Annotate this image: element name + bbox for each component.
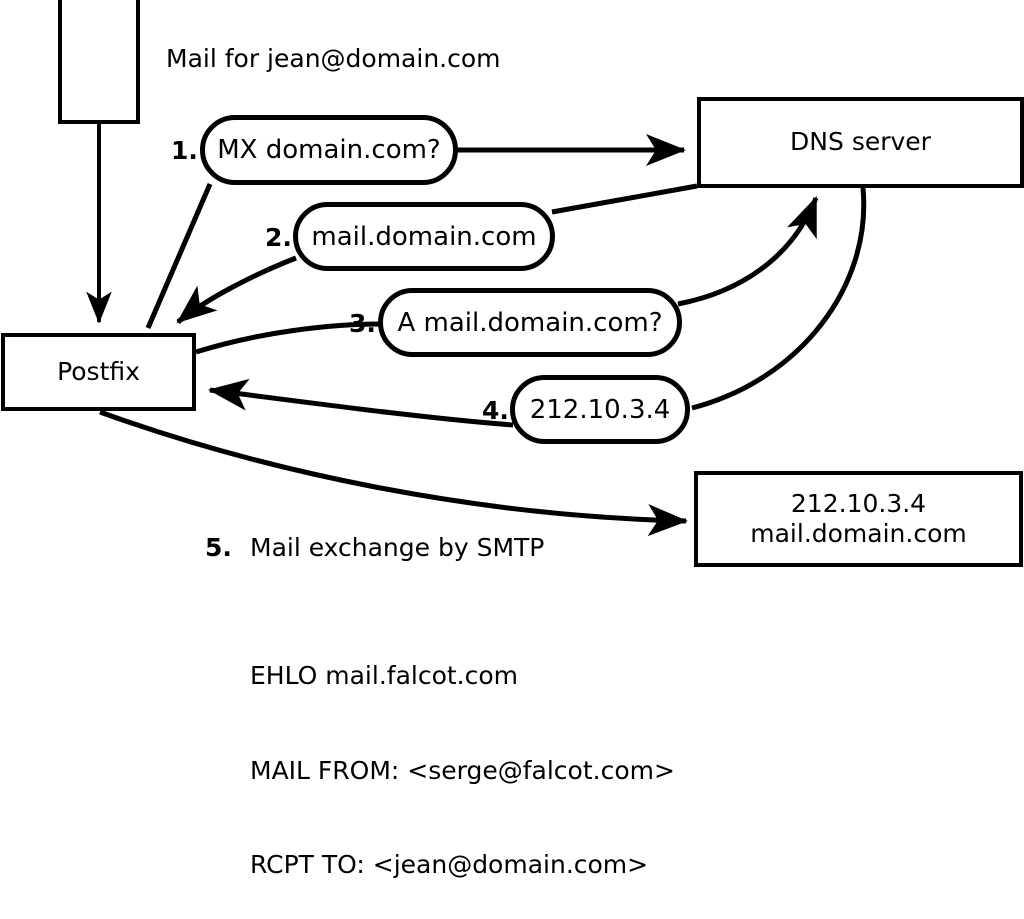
- step-5-number: 5.: [205, 533, 232, 562]
- connector-postfix-to-step3: [195, 321, 382, 355]
- dns-server-node: DNS server: [697, 97, 1024, 188]
- postfix-node: Postfix: [1, 333, 196, 411]
- step-4-number: 4.: [482, 396, 509, 425]
- step-4-pill: 212.10.3.4: [510, 375, 690, 444]
- step-2-number: 2.: [265, 223, 292, 252]
- step-1-number: 1.: [171, 136, 198, 165]
- transcript-line: RCPT TO: <jean@domain.com>: [250, 850, 649, 879]
- smtp-transcript: EHLO mail.falcot.com MAIL FROM: <serge@f…: [250, 597, 675, 919]
- connector-dns-to-step2: [551, 183, 698, 215]
- connector-dns-to-step4: [691, 187, 867, 411]
- connector-step4-to-postfix: [208, 378, 514, 428]
- connector-step3-to-dns: [677, 196, 819, 307]
- source-mail-box: [58, 0, 140, 124]
- page-title: Mail for jean@domain.com: [166, 44, 501, 73]
- step-3-pill: A mail.domain.com?: [378, 288, 682, 357]
- step-1-pill: MX domain.com?: [200, 115, 458, 185]
- target-server-ip: 212.10.3.4: [790, 488, 927, 518]
- connector-postfix-to-target: [99, 409, 688, 537]
- connector-step2-to-postfix: [176, 255, 297, 324]
- step-5-label: Mail exchange by SMTP: [250, 533, 545, 562]
- target-server-host: mail.domain.com: [750, 519, 967, 548]
- step-2-pill: mail.domain.com: [293, 202, 555, 271]
- transcript-line: MAIL FROM: <serge@falcot.com>: [250, 755, 675, 785]
- step-3-number: 3.: [349, 309, 376, 338]
- target-server-node: 212.10.3.4 mail.domain.com: [694, 471, 1023, 567]
- connector-postfix-to-step1: [145, 183, 213, 329]
- transcript-line: EHLO mail.falcot.com: [250, 661, 519, 690]
